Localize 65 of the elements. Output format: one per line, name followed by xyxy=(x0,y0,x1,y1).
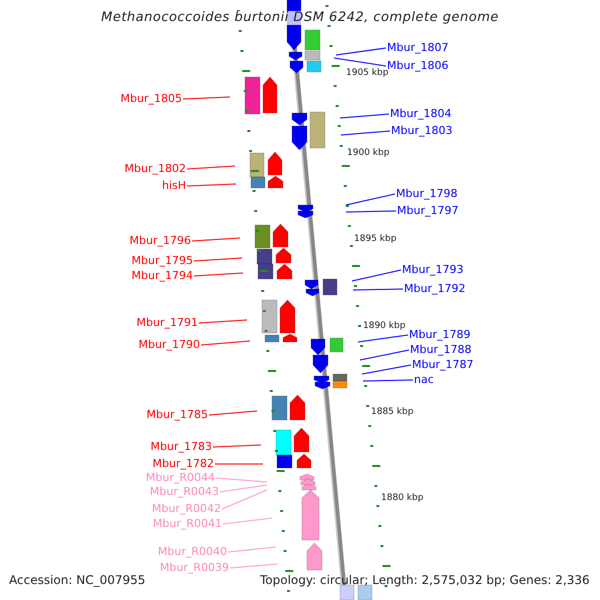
scale-label: 1895 kbp xyxy=(354,234,396,245)
leader-line xyxy=(186,184,236,186)
leader-line xyxy=(208,410,258,416)
gene-label: Mbur_1794 xyxy=(132,269,193,283)
leader-line xyxy=(200,340,250,346)
leader-line xyxy=(352,288,404,290)
leader-line xyxy=(212,444,262,448)
leader-line xyxy=(216,478,268,482)
genome-info-text: Topology: circular; Length: 2,575,032 bp; Genes: 2,336 xyxy=(260,575,590,586)
leader-line xyxy=(228,546,276,552)
scale-label: 1900 kbp xyxy=(347,148,390,159)
scale-label: 1880 kbp xyxy=(381,493,424,504)
gene-label: Mbur_R0040 xyxy=(158,545,227,559)
leader-line xyxy=(222,490,268,510)
gene-label: Mbur_1798 xyxy=(396,187,458,201)
scale-label: 1885 kbp xyxy=(371,407,414,418)
leader-line xyxy=(336,48,386,56)
accession-text: Accession: NC_007955 xyxy=(9,575,146,586)
gene-label: Mbur_1797 xyxy=(397,204,458,218)
leader-line xyxy=(362,364,412,374)
gene-label: Mbur_R0044 xyxy=(146,471,215,485)
gene-label: Mbur_1789 xyxy=(409,328,470,342)
leader-line xyxy=(194,272,244,276)
leader-line xyxy=(194,258,242,262)
gene-label: Mbur_1787 xyxy=(412,358,474,372)
scale-label: 1905 kbp xyxy=(346,68,388,79)
gene-label: Mbur_1803 xyxy=(391,124,452,138)
gene-label: Mbur_1806 xyxy=(387,59,448,73)
gene-label: Mbur_1785 xyxy=(146,408,208,422)
gene-label: Mbur_1788 xyxy=(410,343,472,357)
gene-label: Mbur_1795 xyxy=(132,254,193,268)
gene-label: Mbur_1804 xyxy=(390,107,452,121)
gene-label: Mbur_1805 xyxy=(120,92,182,106)
leader-line xyxy=(182,96,230,100)
gene-label: Mbur_1807 xyxy=(387,41,448,55)
leader-line xyxy=(230,564,278,568)
leader-line xyxy=(198,320,248,324)
leader-line xyxy=(346,194,396,206)
leader-line xyxy=(192,238,240,242)
scale-label: 1890 kbp xyxy=(363,321,406,332)
leader-line xyxy=(360,350,410,360)
gene-label: Mbur_1793 xyxy=(402,263,464,277)
leader-line xyxy=(340,114,390,118)
gene-label: Mbur_R0043 xyxy=(150,485,219,499)
gene-label: Mbur_1796 xyxy=(130,234,191,248)
gene-label: Mbur_1791 xyxy=(136,316,198,330)
gene-label: Mbur_R0041 xyxy=(152,517,222,531)
leader-line xyxy=(352,270,402,282)
leader-line xyxy=(346,210,396,212)
gene-label: Mbur_1790 xyxy=(138,338,200,352)
leader-line xyxy=(220,484,268,492)
leader-line xyxy=(362,380,414,382)
gene-label: nac xyxy=(414,373,434,387)
leader-line xyxy=(358,334,408,342)
gene-label: hisH xyxy=(162,179,186,193)
leader-line xyxy=(222,518,272,524)
gene-label: Mbur_R0042 xyxy=(152,502,221,516)
gene-label: Mbur_1782 xyxy=(152,457,214,471)
gene-label: Mbur_R0039 xyxy=(160,561,229,575)
gene-label: Mbur_1802 xyxy=(124,162,186,176)
gene-label: Mbur_1792 xyxy=(404,282,466,296)
leader-line xyxy=(340,130,390,136)
leader-line xyxy=(334,58,386,66)
leader-line xyxy=(186,166,236,170)
gene-label: Mbur_1783 xyxy=(150,440,212,454)
